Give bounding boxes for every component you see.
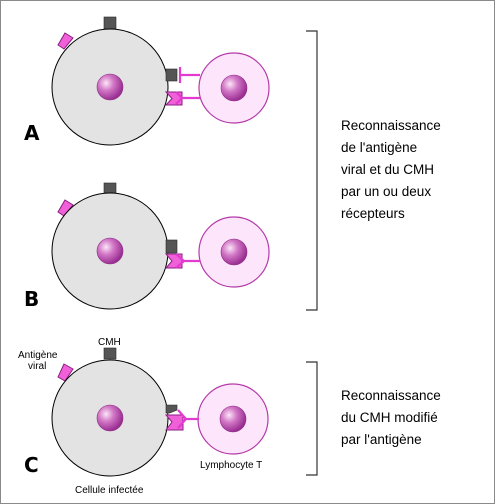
label-mhc: CMH	[98, 337, 121, 348]
viral-antigen	[57, 32, 74, 50]
description-ab-line: Reconnaissance	[341, 118, 441, 133]
panel-a: A	[24, 16, 270, 146]
mhc-top	[103, 347, 117, 360]
infected-nucleus	[96, 73, 124, 101]
infected-nucleus	[96, 237, 124, 265]
panel-b: B	[24, 182, 270, 311]
t-receptor-single	[177, 409, 199, 429]
bracket-ab	[306, 30, 318, 311]
t-receptor-mhc	[178, 67, 200, 83]
label-lymphocyte: Lymphocyte T	[200, 460, 262, 471]
description-ab-line: par un ou deux	[341, 184, 431, 199]
lymphocyte-nucleus	[220, 74, 248, 102]
panel-letter-b: B	[24, 287, 39, 311]
panel-c: C Antigène viral CMH Lymphocyte T Cellul…	[18, 337, 269, 496]
bracket-c	[306, 361, 318, 476]
infected-nucleus	[96, 404, 124, 432]
mhc-top	[103, 16, 117, 30]
label-antigen-line2: viral	[28, 361, 46, 372]
t-receptor-single	[175, 253, 200, 269]
description-c-line: du CMH modifié	[341, 410, 438, 425]
panel-letter-c: C	[24, 453, 39, 477]
viral-antigen-presented	[164, 91, 183, 106]
description-ab: Reconnaissance de l'antigène viral et du…	[341, 118, 441, 221]
mhc-side	[165, 68, 178, 82]
viral-antigen-presented	[164, 253, 183, 269]
panel-letter-a: A	[24, 121, 40, 145]
description-ab-line: viral et du CMH	[341, 162, 434, 177]
viral-antigen-presented	[164, 414, 184, 431]
description-c-line: Reconnaissance	[341, 388, 441, 403]
label-antigen-line1: Antigène	[18, 350, 58, 361]
mhc-side	[165, 404, 178, 414]
lymphocyte-nucleus	[219, 405, 247, 433]
label-infected-cell: Cellule infectée	[75, 485, 144, 496]
mhc-side	[165, 239, 178, 254]
description-c: Reconnaissance du CMH modifié par l'anti…	[341, 388, 441, 447]
description-ab-line: de l'antigène	[341, 140, 417, 155]
lymphocyte-nucleus	[220, 238, 248, 266]
description-c-line: par l'antigène	[341, 432, 422, 447]
description-ab-line: récepteurs	[341, 206, 405, 221]
t-receptor-antigen	[175, 91, 200, 105]
